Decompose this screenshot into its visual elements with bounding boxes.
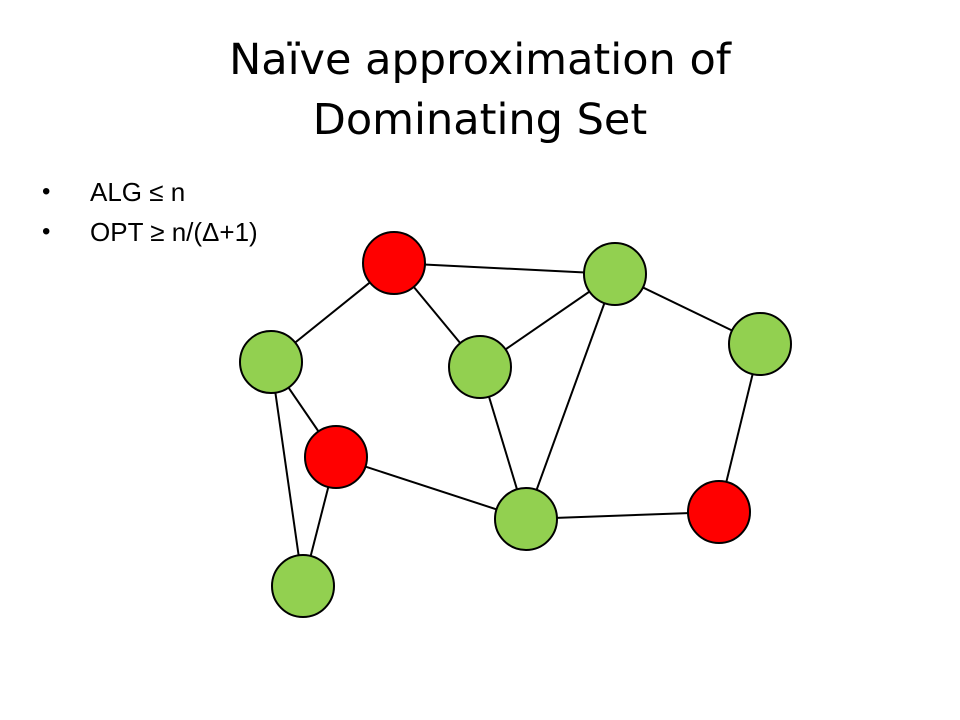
title-line-1: Naïve approximation of [229,35,731,85]
graph-node-n6-dominating [304,425,368,489]
graph-edge-n6-n7 [335,456,527,520]
graph-edge-n2-n7 [525,273,616,520]
graph-edge-n3-n9 [270,361,304,587]
graph-nodes [239,231,792,618]
bullet-text-alg: ALG ≤ n [90,177,186,207]
graph-node-n5 [728,312,792,376]
graph-edge-n1-n2 [393,262,616,275]
graph-node-n8-dominating [687,480,751,544]
graph-edge-n7-n8 [525,511,720,520]
bullet-dot: • [42,178,51,205]
graph-node-n7 [494,487,558,551]
title-line-2: Dominating Set [312,95,648,145]
graph-node-n3 [239,330,303,394]
bullet-dot: • [42,218,51,245]
graph-node-n9 [271,554,335,618]
bullet-text-opt: OPT ≥ n/(Δ+1) [90,217,258,247]
slide-title: Naïve approximation of Dominating Set [0,30,960,150]
graph-node-n1-dominating [362,231,426,295]
graph-node-n4 [448,335,512,399]
graph-node-n2 [583,242,647,306]
